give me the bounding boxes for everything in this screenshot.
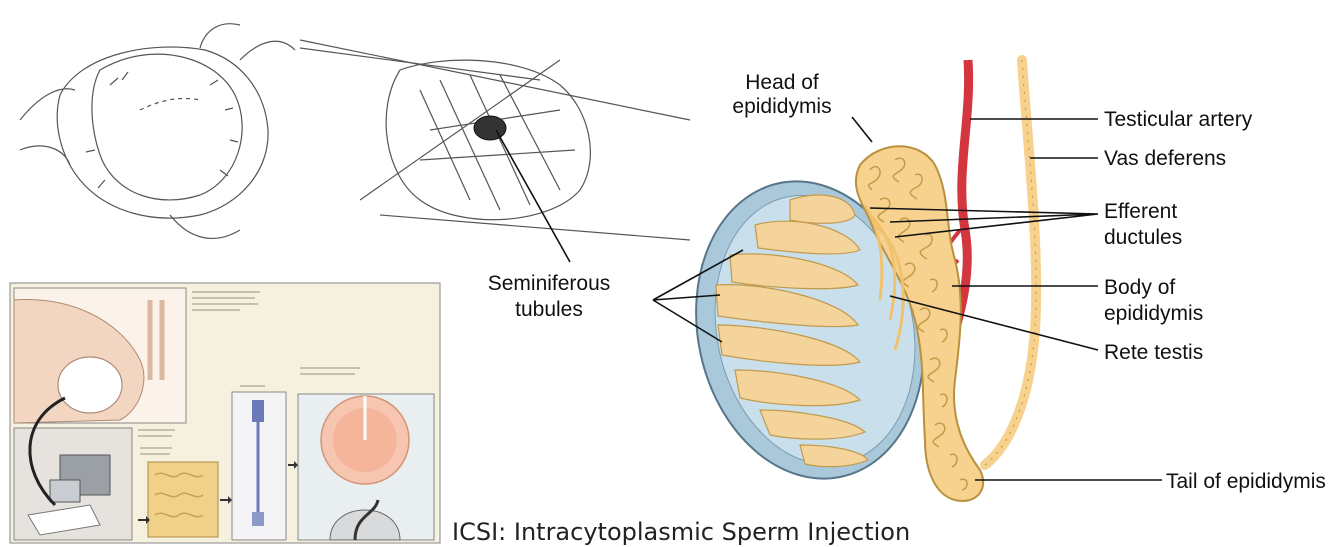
label-testicular-artery: Testicular artery: [1104, 108, 1253, 131]
label-body-of-epididymis: Body ofepididymis: [1104, 276, 1203, 325]
icsi-caption: ICSI: Intracytoplasmic Sperm Injection: [452, 518, 910, 546]
label-rete-testis: Rete testis: [1104, 341, 1203, 364]
label-vas-deferens: Vas deferens: [1104, 147, 1226, 170]
label-seminiferous-tubules: Seminiferoustubules: [488, 272, 611, 321]
seminiferous-pointer-line: [496, 130, 570, 262]
vas-deferens-duct: [985, 60, 1036, 465]
surgical-sketch-incision: [20, 24, 295, 239]
surgical-sketch-tubules: [300, 40, 690, 240]
label-tail-of-epididymis: Tail of epididymis: [1166, 470, 1326, 493]
label-efferent-ductules: Efferentductules: [1104, 200, 1182, 249]
icsi-procedure-panel: [10, 283, 440, 543]
testis-anatomy: [669, 60, 1036, 501]
label-head-of-epididymis: Head ofepididymis: [732, 71, 831, 118]
